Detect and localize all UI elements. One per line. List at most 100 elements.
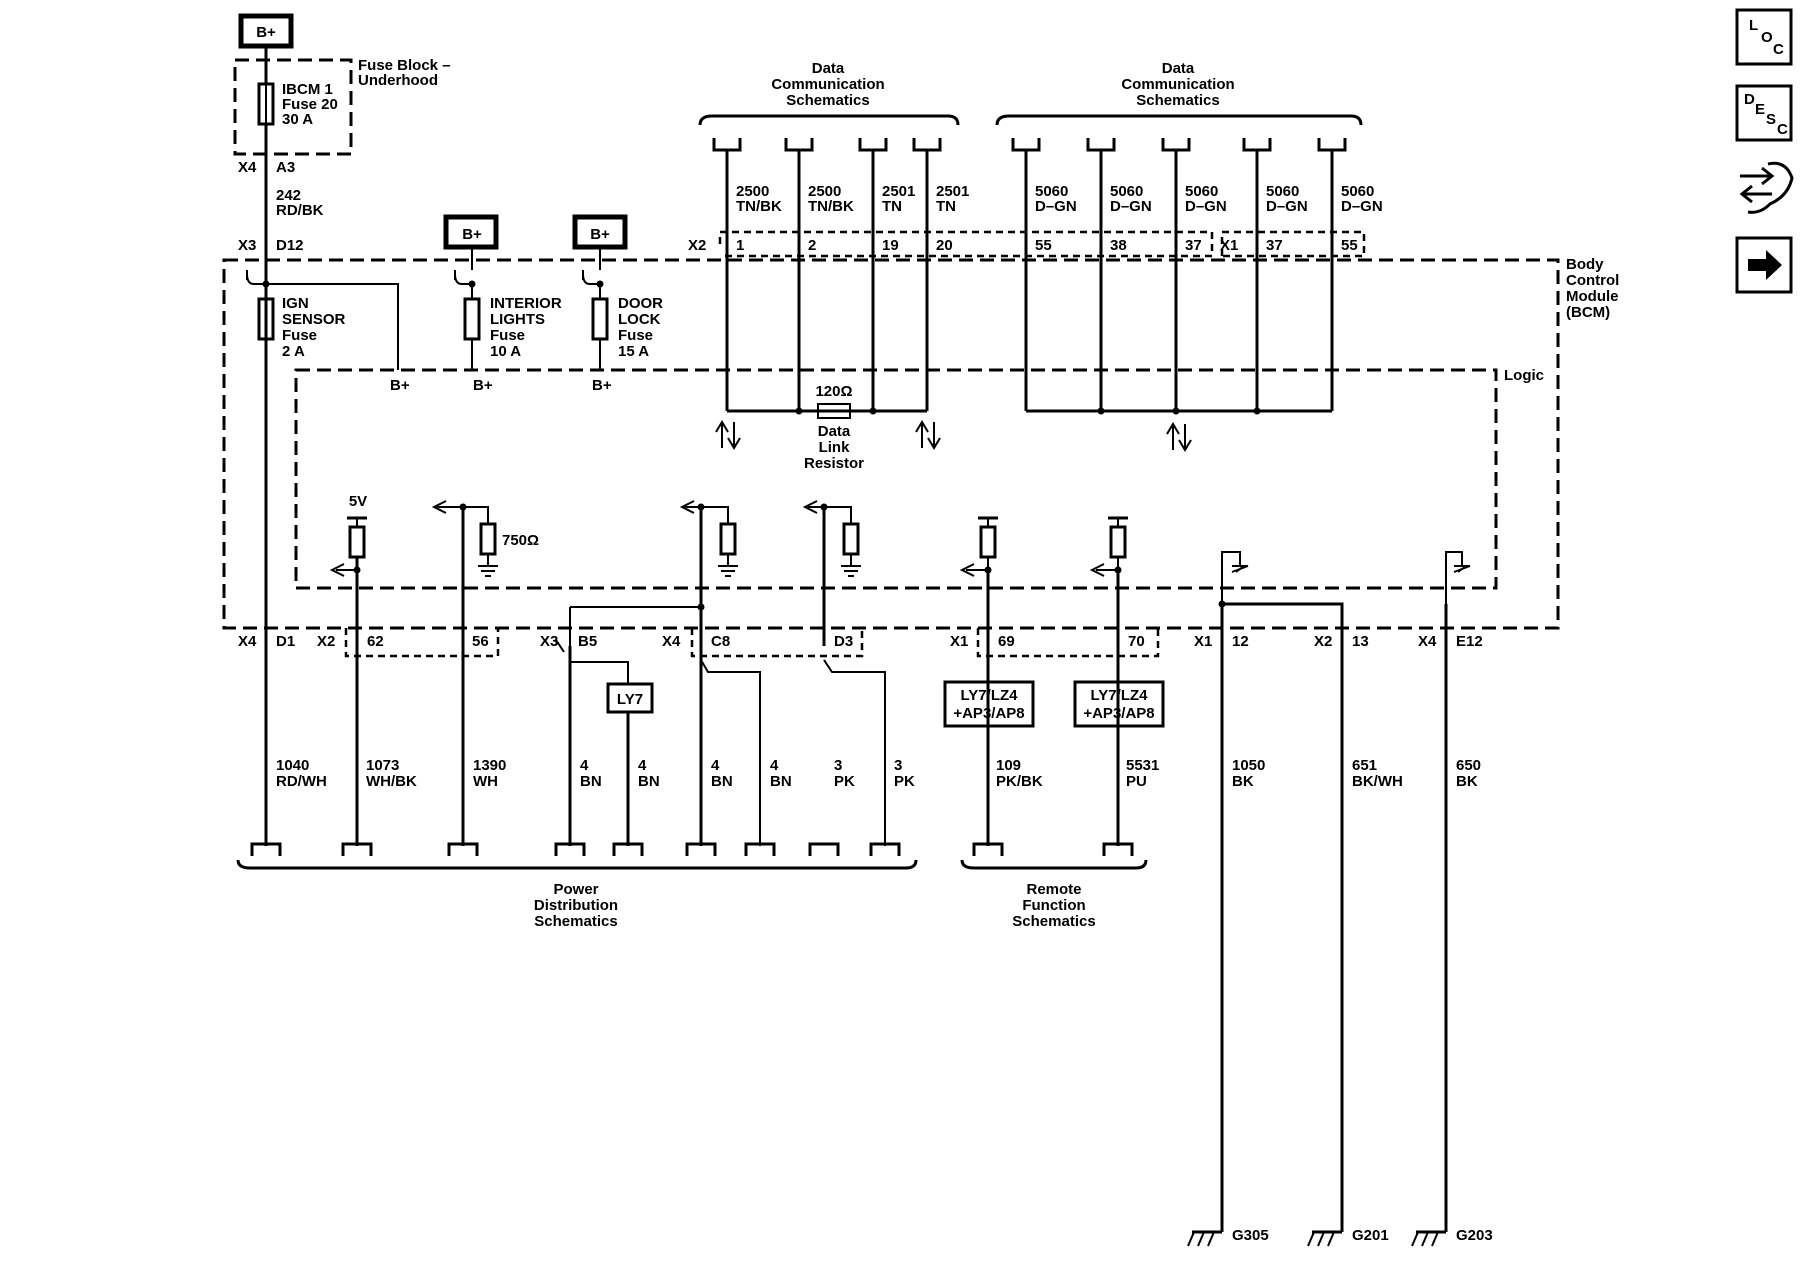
- fuse-block-label-2: Underhood: [358, 72, 438, 89]
- bottom-connector-7: [808, 842, 840, 856]
- svg-text:Data: Data: [812, 60, 845, 77]
- bottom-pin-number: 69: [998, 633, 1015, 650]
- bottom-conn-label: X4: [1418, 633, 1437, 650]
- bottom-connector-1: [341, 842, 373, 856]
- bottom-pin-number: C8: [711, 633, 730, 650]
- bottom-pin-number: 70: [1128, 633, 1145, 650]
- bottom-pin-number: E12: [1456, 633, 1483, 650]
- bottom-pin-number: B5: [578, 633, 597, 650]
- svg-text:B+: B+: [473, 377, 493, 394]
- bottom-pin-70: 70: [1128, 633, 1145, 650]
- data-direction-icon: [1166, 422, 1192, 452]
- svg-text:Communication: Communication: [771, 76, 884, 93]
- top-wire-color: TN/BK: [736, 198, 782, 215]
- conn-x1-top: X1: [1220, 237, 1238, 254]
- input-circuit-d3: [802, 500, 861, 646]
- data-direction-icon: [715, 420, 741, 450]
- conn-x4-top: X4: [238, 159, 257, 176]
- bottom-pin-number: 62: [367, 633, 384, 650]
- next-arrow-icon[interactable]: [1735, 236, 1793, 294]
- top-pin-number: 1: [736, 237, 744, 254]
- ground-internal-1: [1218, 551, 1344, 1232]
- wire-color: BK/WH: [1352, 773, 1403, 790]
- top-wire-number: 2500: [736, 183, 769, 200]
- svg-text:B+: B+: [256, 24, 276, 41]
- data-comm-schematics-left[interactable]: Data Communication Schematics: [698, 60, 960, 126]
- top-wire-color: D–GN: [1341, 198, 1383, 215]
- wire-242-number: 242: [276, 187, 301, 204]
- svg-text:L: L: [1749, 17, 1758, 34]
- wire-color: PU: [1126, 773, 1147, 790]
- remote-function-schematics[interactable]: Remote Function Schematics: [960, 859, 1148, 930]
- top-wire-color: D–GN: [1035, 198, 1077, 215]
- ign-sensor-fuse: IGN SENSOR Fuse 2 A B+: [246, 270, 410, 394]
- wire-color: BK: [1456, 773, 1478, 790]
- svg-text:Function: Function: [1022, 897, 1085, 914]
- bplus-main: B+: [238, 13, 294, 49]
- bottom-pin-number: D3: [834, 633, 853, 650]
- svg-text:Remote: Remote: [1026, 881, 1081, 898]
- svg-text:Fuse: Fuse: [618, 327, 653, 344]
- top-pin-number: 37: [1185, 237, 1202, 254]
- bottom-connector-9: [972, 842, 1004, 856]
- wire-color: BN: [580, 773, 602, 790]
- wire-color: BN: [711, 773, 733, 790]
- bottom-conn-label: X1: [950, 633, 968, 650]
- data-comm-schematics-right[interactable]: Data Communication Schematics: [995, 60, 1363, 126]
- logic-box: [294, 368, 1498, 590]
- top-pin-number: 20: [936, 237, 953, 254]
- bottom-pin-number: D1: [276, 633, 295, 650]
- logic-label: Logic: [1504, 367, 1544, 384]
- wire-color: BN: [770, 773, 792, 790]
- bottom-pin-D3: D3: [834, 633, 853, 650]
- desc-button[interactable]: D E S C: [1735, 84, 1793, 142]
- wire-number: 1040: [276, 757, 309, 774]
- x2-bottom-connector: [344, 628, 500, 658]
- connector-repair-icon[interactable]: [1739, 161, 1794, 214]
- wire-color: BN: [638, 773, 660, 790]
- wire-number: 651: [1352, 757, 1377, 774]
- top-wire-number: 5060: [1185, 183, 1218, 200]
- svg-text:Power: Power: [553, 881, 598, 898]
- top-wire-color: TN: [882, 198, 902, 215]
- svg-text:Fuse: Fuse: [490, 327, 525, 344]
- svg-text:750Ω: 750Ω: [502, 532, 539, 549]
- wire-color: WH: [473, 773, 498, 790]
- svg-text:Schematics: Schematics: [786, 92, 869, 109]
- svg-text:B+: B+: [592, 377, 612, 394]
- top-wire-number: 2500: [808, 183, 841, 200]
- wire-color: PK: [894, 773, 915, 790]
- ground-label: G305: [1232, 1227, 1269, 1244]
- bottom-wire-3-8: 3PK: [894, 757, 915, 790]
- top-pin-number: 2: [808, 237, 816, 254]
- data-link-label-2: Link: [819, 439, 850, 456]
- svg-text:Data: Data: [1162, 60, 1195, 77]
- wire-242-color: RD/BK: [276, 202, 324, 219]
- svg-text:10 A: 10 A: [490, 343, 521, 360]
- loc-button[interactable]: L O C: [1735, 8, 1793, 66]
- input-circuit-69: [959, 516, 998, 846]
- wire-number: 1050: [1232, 757, 1265, 774]
- data-link-resistor-icon: [817, 403, 851, 419]
- svg-text:Fuse: Fuse: [282, 327, 317, 344]
- top-pin-number: 38: [1110, 237, 1127, 254]
- bottom-conn-label: X4: [662, 633, 681, 650]
- svg-text:B+: B+: [390, 377, 410, 394]
- bottom-pin-C8: X4 C8: [662, 633, 730, 650]
- top-wire-number: 2501: [882, 183, 915, 200]
- ground-label: G203: [1456, 1227, 1493, 1244]
- power-distribution-schematics[interactable]: Power Distribution Schematics: [236, 859, 918, 930]
- bottom-conn-label: X4: [238, 633, 257, 650]
- bottom-connector-5: [685, 842, 717, 856]
- top-pin-number: 55: [1035, 237, 1052, 254]
